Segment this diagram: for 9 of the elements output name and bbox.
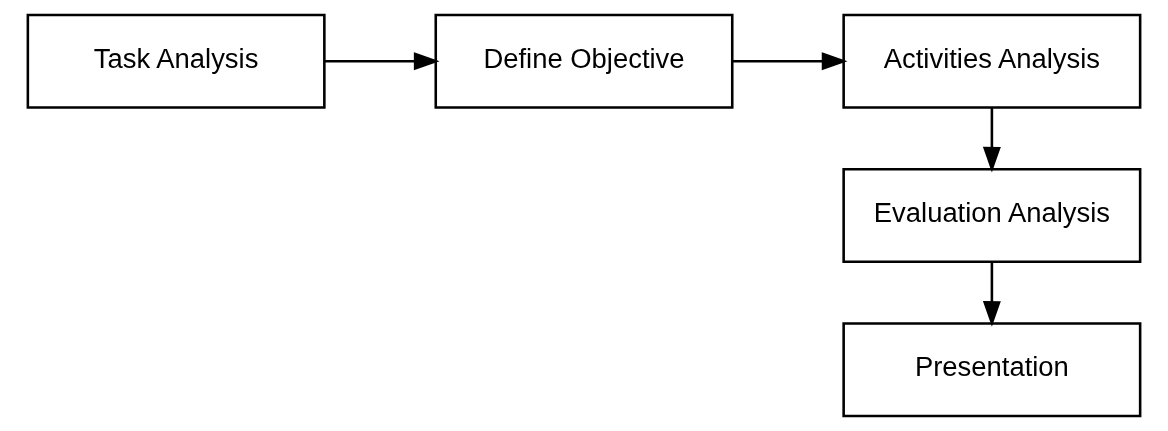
node-box: Presentation	[842, 322, 1142, 418]
arrow	[982, 261, 1001, 327]
arrow	[732, 52, 848, 71]
arrow	[324, 52, 440, 71]
node-box: Define Objective	[434, 13, 734, 109]
arrow	[982, 107, 1001, 173]
node-box: Task Analysis	[26, 13, 326, 109]
node-box: Activities Analysis	[842, 13, 1142, 109]
node-box: Evaluation Analysis	[842, 167, 1142, 264]
